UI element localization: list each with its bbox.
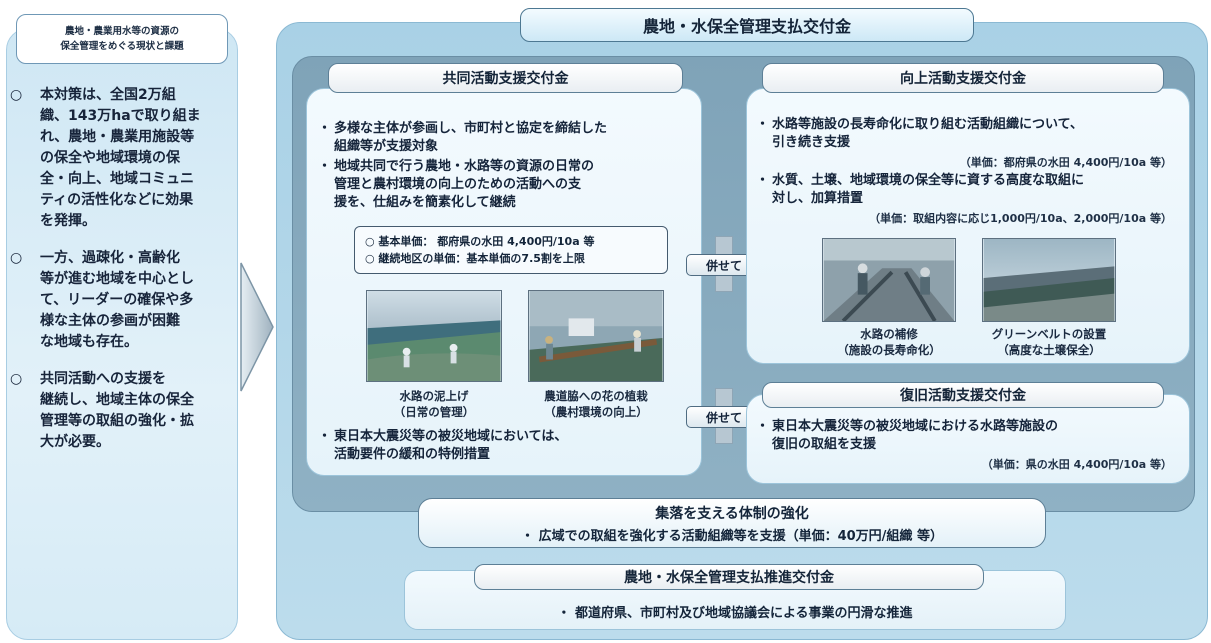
improvement-activity-bullets: ・ 水路等施設の長寿命化に取り組む活動組織について、 引き続き支援 （単価：都府… xyxy=(756,116,1184,226)
joint-bullet-3: ・ 東日本大震災等の被災地域においては、 活動要件の緩和の特例措置 xyxy=(318,429,568,462)
flower-planting-caption: 農道脇への花の植栽 （農村環境の向上） xyxy=(544,389,648,419)
joint-unit-price-continued: ○ 継続地区の単価：基本単価の7.5割を上限 xyxy=(365,252,585,265)
issue-1-line: 全・向上、地域コミュニ xyxy=(40,171,194,187)
issue-3-line: 管理等の取組の強化・拡 xyxy=(40,413,194,429)
issue-2-line: な地域も存在。 xyxy=(40,334,138,350)
issue-2-line: 一方、過疎化・高齢化 xyxy=(40,250,180,266)
issues-title-line-1: 農地・農業用水等の資源の xyxy=(64,26,179,37)
issue-1-line: れ、農地・農業用施設等 xyxy=(40,129,195,145)
joint-activity-bullets: ・ 多様な主体が参画し、市町村と協定を締結した 組織等が支援対象 ・ 地域共同で… xyxy=(318,120,698,212)
canal-repair-caption: 水路の補修 （施設の長寿命化） xyxy=(837,327,941,357)
issue-paragraph-2: ○ 一方、過疎化・高齢化 等が進む地域を中心とし て、リーダーの確保や多 様な主… xyxy=(10,248,232,353)
joint-unit-price-basic: ○ 基本単価： 都府県の水田 4,400円/10a 等 xyxy=(365,235,595,248)
issues-body: ○ 本対策は、全国2万組 織、143万haで取り組ま れ、農地・農業用施設等 の… xyxy=(10,85,232,469)
improvement-bullet-2: ・ 水質、土壌、地域環境の保全等に資する高度な取組に 対し、加算措置 xyxy=(756,173,1085,206)
joint-activity-panel xyxy=(306,88,702,476)
issues-panel xyxy=(6,28,238,640)
issue-3-line: 共同活動への支援を xyxy=(40,371,166,387)
issue-paragraph-3: ○ 共同活動への支援を 継続し、地域主体の保全 管理等の取組の強化・拡 大が必要… xyxy=(10,369,232,453)
issue-2-line: 様な主体の参画が困難 xyxy=(40,313,180,329)
issue-2-line: て、リーダーの確保や多 xyxy=(40,292,194,308)
canal-repair-photo xyxy=(822,238,956,322)
issue-1-line: 織、143万haで取り組ま xyxy=(40,108,201,124)
improvement-activity-panel xyxy=(746,88,1190,364)
circle-bullet-icon: ○ xyxy=(10,371,23,387)
issue-2-line: 等が進む地域を中心とし xyxy=(40,271,194,287)
improvement-unit-price-1: （単価：都府県の水田 4,400円/10a 等） xyxy=(959,156,1172,169)
roadside-flower-planting-photo xyxy=(528,290,664,382)
issue-1-line: ティの活性化などに効果 xyxy=(40,192,194,208)
joint-bullet-1: ・ 多様な主体が参画し、市町村と協定を締結した 組織等が支援対象 xyxy=(318,121,608,154)
issue-1-line: 本対策は、全国2万組 xyxy=(40,87,176,103)
community-support-box: 集落を支える体制の強化 ・ 広域での取組を強化する活動組織等を支援（単価：40万… xyxy=(418,498,1046,548)
canal-dredging-caption: 水路の泥上げ （日常の管理） xyxy=(393,389,475,419)
improvement-activity-title: 向上活動支援交付金 xyxy=(762,63,1164,93)
recovery-unit-price: （単価：県の水田 4,400円/10a 等） xyxy=(981,458,1172,471)
recovery-activity-panel xyxy=(746,394,1190,484)
recovery-bullet-1: ・ 東日本大震災等の被災地域における水路等施設の 復旧の取組を支援 xyxy=(756,419,1059,452)
improvement-unit-price-2: （単価：取組内容に応じ1,000円/10a、2,000円/10a 等） xyxy=(869,212,1172,225)
promotion-grant-title: 農地・水保全管理支払推進交付金 xyxy=(474,564,984,590)
joint-activity-title: 共同活動支援交付金 xyxy=(328,63,683,93)
circle-bullet-icon: ○ xyxy=(10,87,23,103)
community-support-body: ・ 広域での取組を強化する活動組織等を支援（単価：40万円/組織 等） xyxy=(521,529,943,544)
improvement-bullet-1: ・ 水路等施設の長寿命化に取り組む活動組織について、 引き続き支援 xyxy=(756,117,1083,150)
recovery-activity-title: 復旧活動支援交付金 xyxy=(762,382,1164,408)
combined-label-1: 併せて xyxy=(686,254,762,276)
combined-label-2: 併せて xyxy=(686,406,762,428)
circle-bullet-icon: ○ xyxy=(10,250,23,266)
issues-title: 農地・農業用水等の資源の 保全管理をめぐる現状と課題 xyxy=(16,14,228,64)
issue-3-line: 継続し、地域主体の保全 xyxy=(40,392,194,408)
issue-1-line: の保全や地域環境の保 xyxy=(40,150,180,166)
green-belt-caption: グリーンベルトの設置 （高度な土壌保全） xyxy=(991,327,1107,357)
issue-paragraph-1: ○ 本対策は、全国2万組 織、143万haで取り組ま れ、農地・農業用施設等 の… xyxy=(10,85,232,232)
issue-3-line: 大が必要。 xyxy=(40,434,110,450)
joint-bullet-2: ・ 地域共同で行う農地・水路等の資源の日常の 管理と農村環境の向上のための活動へ… xyxy=(318,159,595,210)
green-belt-photo xyxy=(982,238,1116,322)
canal-dredging-photo xyxy=(366,290,502,382)
right-arrow-icon xyxy=(240,262,274,392)
main-program-title: 農地・水保全管理支払交付金 xyxy=(520,8,974,42)
joint-unit-price-box: ○ 基本単価： 都府県の水田 4,400円/10a 等 ○ 継続地区の単価：基本… xyxy=(354,226,668,274)
issues-title-line-2: 保全管理をめぐる現状と課題 xyxy=(60,41,184,52)
promotion-grant-body: ・ 都道府県、市町村及び地域協議会による事業の円滑な推進 xyxy=(557,606,913,621)
issue-1-line: を発揮。 xyxy=(40,213,96,229)
community-support-title: 集落を支える体制の強化 xyxy=(655,506,809,522)
recovery-activity-bullets: ・ 東日本大震災等の被災地域における水路等施設の 復旧の取組を支援 （単価：県の… xyxy=(756,418,1184,472)
